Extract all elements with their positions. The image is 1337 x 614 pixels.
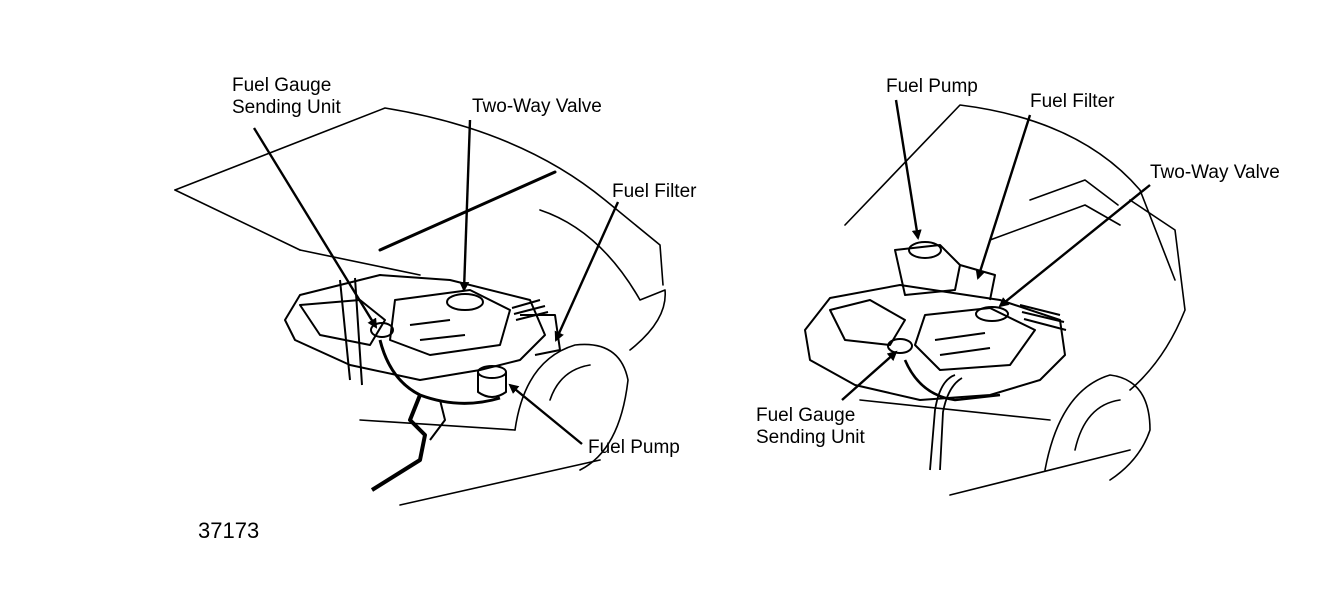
label-fuel-pump-left: Fuel Pump <box>588 437 680 458</box>
leader-fuel-pump <box>508 383 583 445</box>
left-leader-lines <box>252 119 620 445</box>
label-sending-unit-left-line2: Sending Unit <box>232 97 341 118</box>
label-fuel-gauge-left-line1: Fuel Gauge <box>232 75 332 96</box>
label-fuel-filter-right: Fuel Filter <box>1030 91 1115 112</box>
leader-fuel-filter <box>554 201 620 342</box>
leader-fuel-gauge-sending-unit <box>252 127 378 329</box>
right-leader-lines <box>841 99 1151 401</box>
leader-fuel-filter <box>975 114 1032 280</box>
label-two-way-valve-left: Two-Way Valve <box>472 96 602 117</box>
leader-fuel-pump <box>894 99 922 240</box>
label-sending-unit-right-line2: Sending Unit <box>756 427 865 448</box>
leader-fuel-gauge-sending-unit <box>841 350 898 401</box>
label-fuel-filter-left: Fuel Filter <box>612 181 697 202</box>
figure-number: 37173 <box>198 518 260 543</box>
label-fuel-gauge-right-line1: Fuel Gauge <box>756 405 856 426</box>
label-fuel-pump-right: Fuel Pump <box>886 76 978 97</box>
leader-two-way-valve <box>998 184 1151 308</box>
leader-two-way-valve <box>459 119 472 292</box>
right-fuel-tank <box>804 241 1067 471</box>
left-fuel-tank <box>284 274 561 492</box>
label-two-way-valve-right: Two-Way Valve <box>1150 162 1280 183</box>
right-vehicle-outline <box>844 104 1186 496</box>
